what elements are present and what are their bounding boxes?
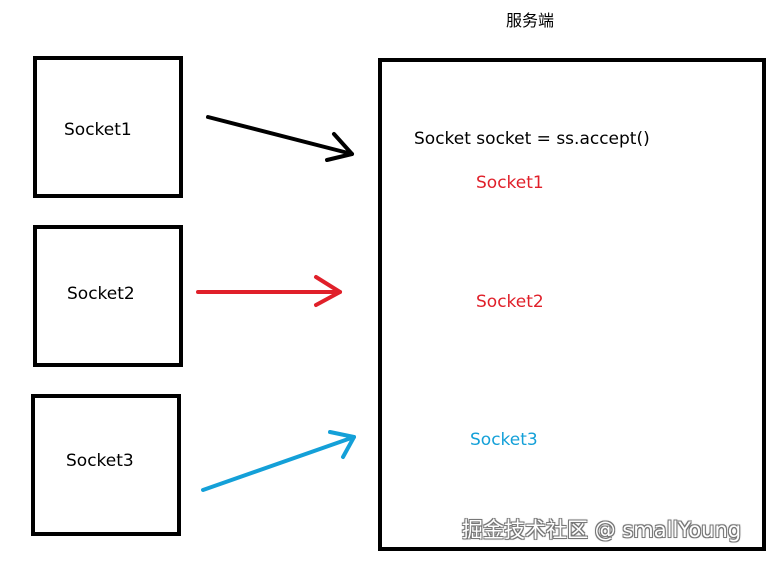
client-socket-3-label: Socket3 — [66, 451, 134, 471]
server-accept-code: Socket socket = ss.accept() — [414, 129, 650, 149]
server-received-socket-3: Socket3 — [470, 430, 538, 450]
client-socket-3-box — [31, 394, 181, 536]
client-socket-2-box — [33, 225, 183, 367]
server-received-socket-1: Socket1 — [476, 173, 544, 193]
client-socket-1-box — [33, 56, 183, 198]
server-title: 服务端 — [506, 11, 555, 30]
arrow-socket-1 — [206, 115, 354, 162]
client-socket-2-label: Socket2 — [67, 284, 135, 304]
client-socket-1-label: Socket1 — [64, 120, 132, 140]
server-received-socket-2: Socket2 — [476, 292, 544, 312]
arrow-socket-2 — [196, 275, 342, 307]
watermark: 掘金技术社区 @ smallYoung — [462, 518, 742, 542]
arrow-socket-3 — [201, 430, 356, 492]
server-box — [378, 58, 766, 551]
